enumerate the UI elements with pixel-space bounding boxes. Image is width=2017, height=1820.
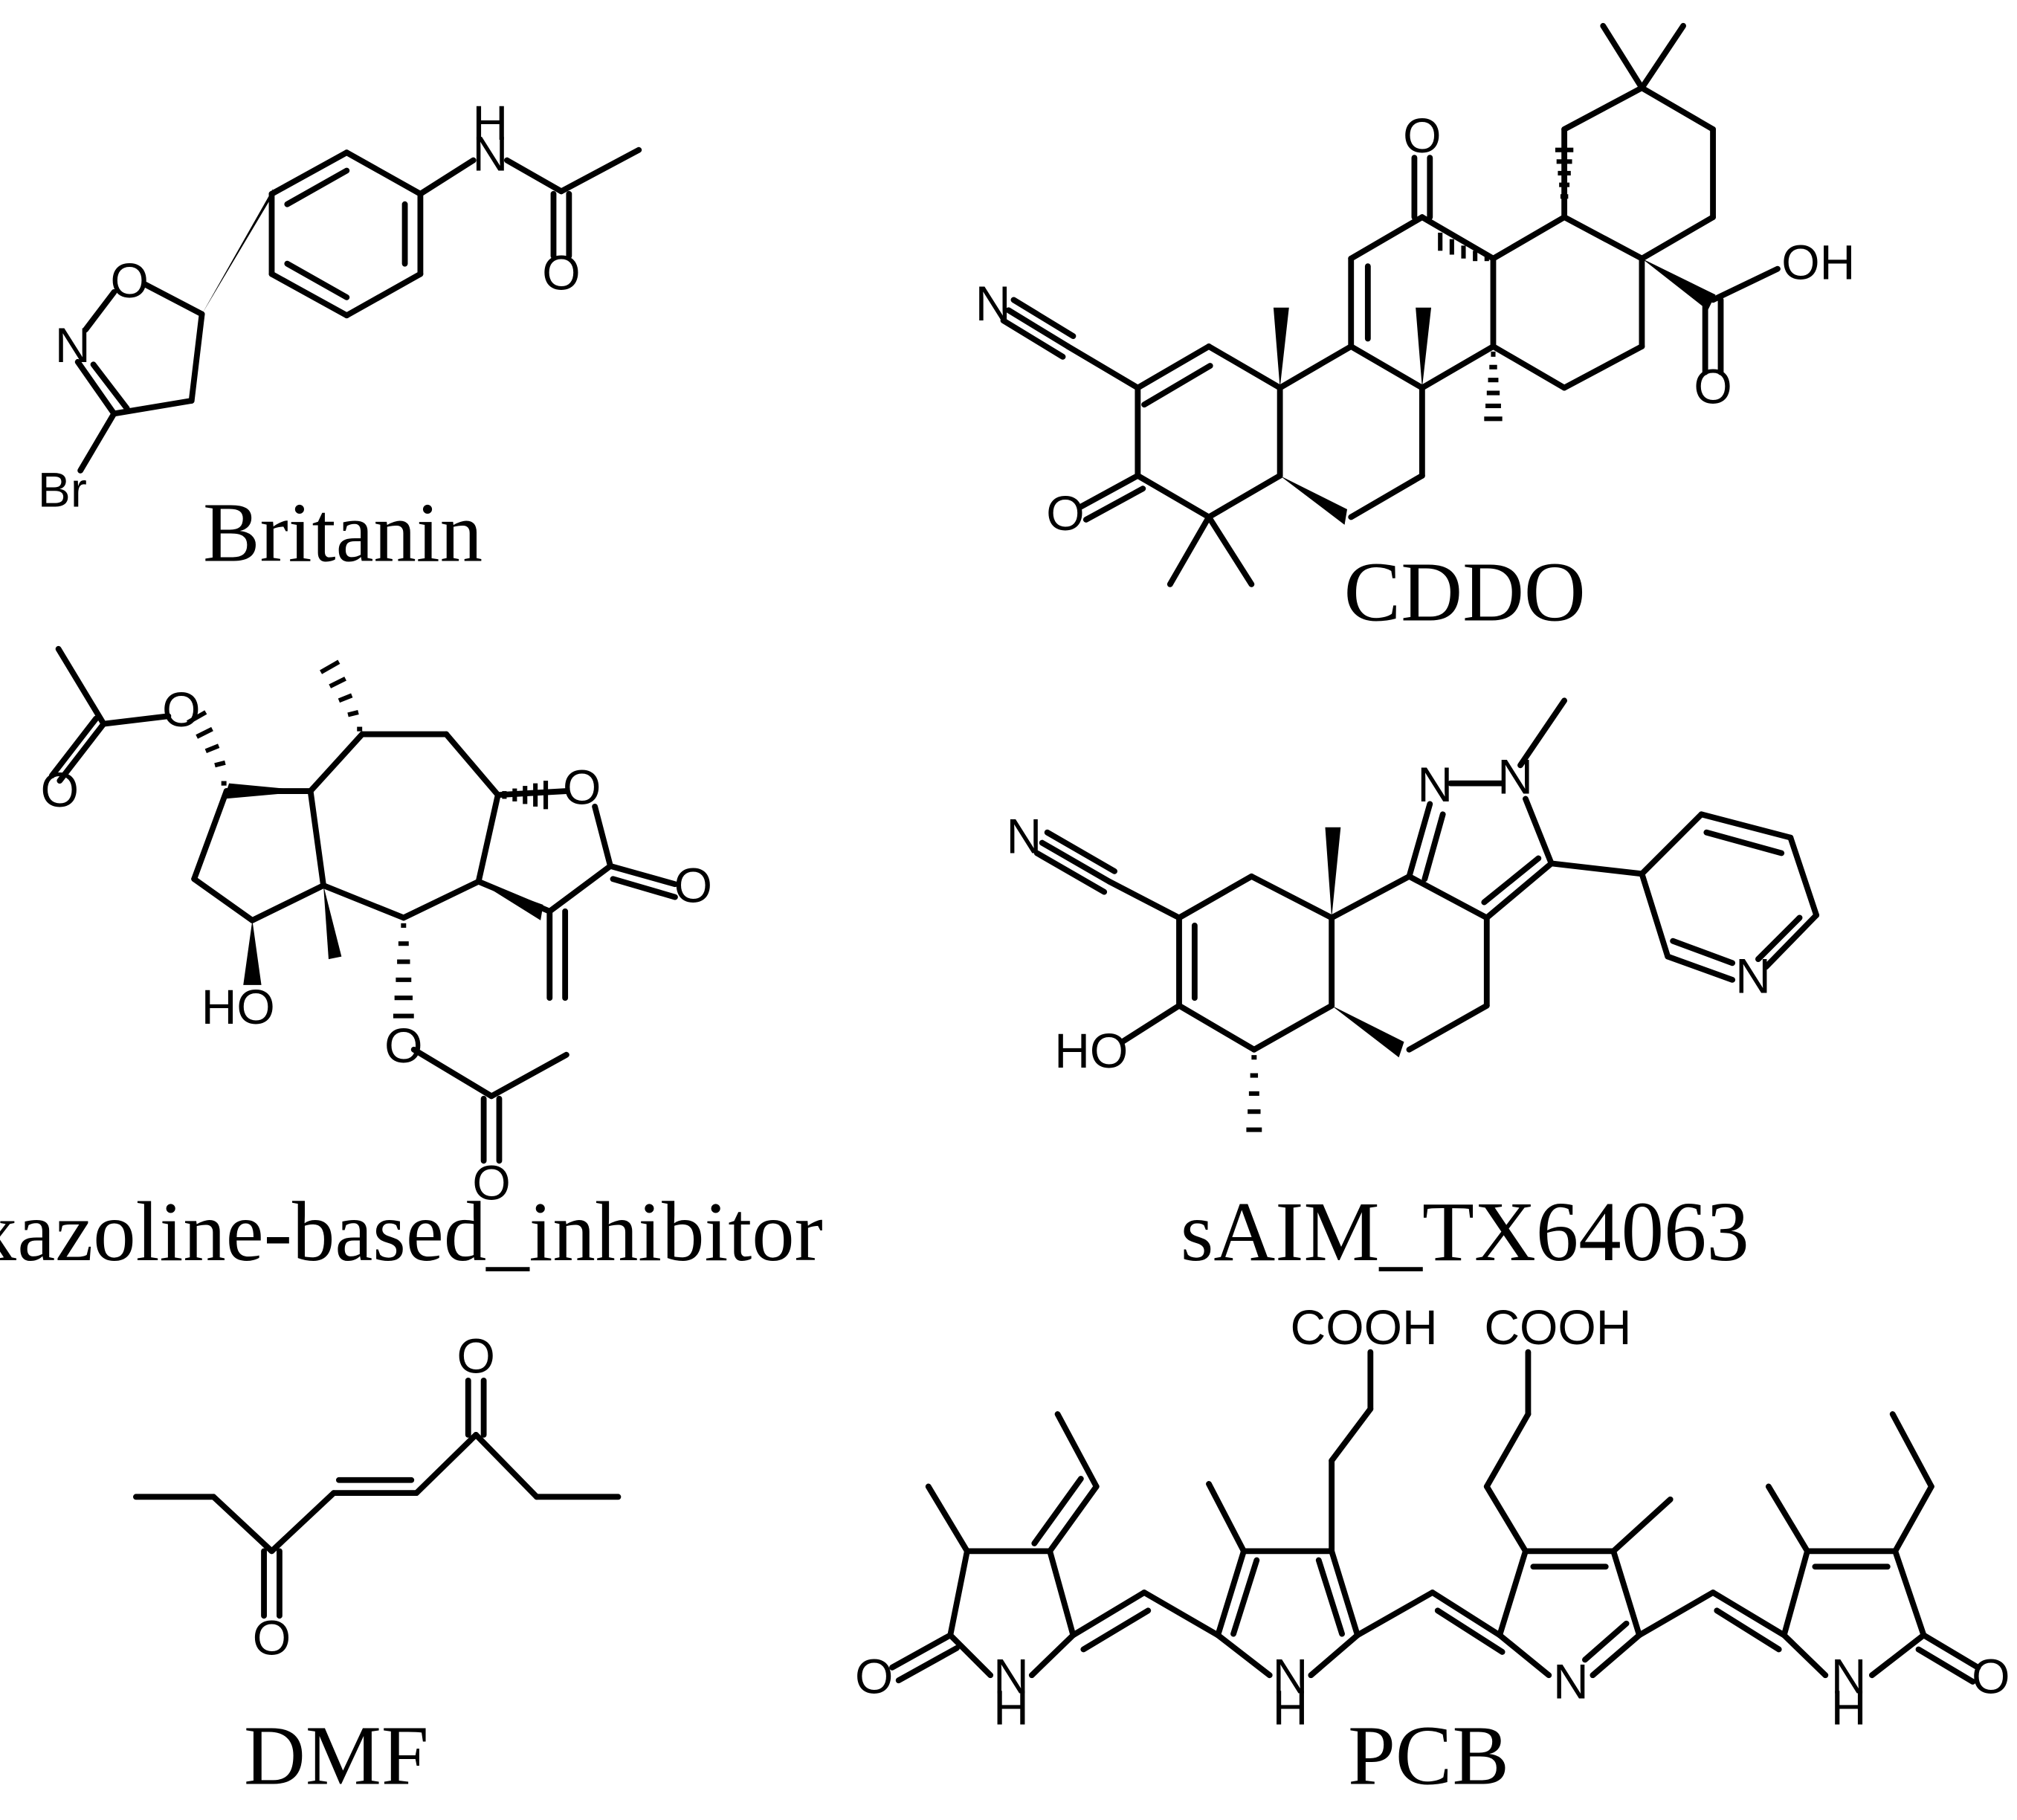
atom-label: N (55, 317, 91, 372)
atom-label: H (1273, 1679, 1308, 1735)
britanin-bonds (74, 146, 642, 474)
atom-label: O (253, 1610, 291, 1665)
atom-label: N (1735, 948, 1771, 1003)
atom-label: N (1553, 1654, 1589, 1709)
atom-label: N (1417, 757, 1453, 812)
molecule-cddo: O N OH O O CDDO (975, 22, 1855, 639)
molecule-name-dmf: DMF (244, 1708, 429, 1802)
molecule-pcb: COOH COOH O N H N H N N H O PCB (855, 1300, 2010, 1802)
molecule-isoxazoline-based-inhibitor: O O O O HO O O Isoxazoline-based_inhibit… (0, 645, 823, 1279)
atom-label: N (975, 276, 1011, 331)
atom-label: H (472, 95, 508, 150)
atom-label: O (472, 1155, 510, 1210)
molecule-name-cddo: CDDO (1344, 545, 1586, 639)
dmf-bonds (133, 1377, 622, 1619)
cddo-stereo-bonds (1273, 147, 1716, 525)
molecule-name-isoxazoline-based-inhibitor: Isoxazoline-based_inhibitor (0, 1184, 823, 1279)
atom-label: H (1831, 1679, 1867, 1735)
atom-label: O (1046, 485, 1084, 540)
britanin-wedge-bond (201, 188, 274, 314)
atom-label: HO (201, 979, 275, 1034)
atom-label: N (1273, 1649, 1308, 1704)
molecule-name-britanin: Britanin (203, 485, 483, 580)
atom-label: N (1497, 749, 1533, 804)
pcb-atom-labels: COOH COOH O N H N H N N H O (855, 1300, 2010, 1735)
britanin-atom-labels: H N O O N Br (38, 95, 581, 517)
atom-label: O (456, 1328, 494, 1383)
atom-label: O (1403, 108, 1441, 163)
molecule-name-saim-tx64063: sAIM_TX64063 (1181, 1184, 1749, 1279)
atom-label: H (993, 1679, 1029, 1735)
saim-bonds (1033, 697, 1820, 1053)
atom-label: O (1972, 1649, 2010, 1704)
atom-label: COOH (1291, 1300, 1438, 1355)
dmf-atom-labels: O O (253, 1328, 495, 1665)
atom-label: HO (1054, 1023, 1128, 1078)
atom-label: O (41, 762, 79, 817)
atom-label: O (674, 858, 712, 913)
atom-label: N (1831, 1649, 1867, 1704)
atom-label: O (542, 245, 580, 300)
atom-label: N (1007, 809, 1042, 864)
molecule-saim-tx64063: N N N HO N sAIM_TX64063 (1007, 697, 1820, 1279)
atom-label: O (855, 1649, 893, 1704)
pcb-bonds (889, 1349, 1981, 1685)
atom-label: O (111, 253, 149, 308)
cddo-bonds (1000, 22, 1781, 587)
atom-label: COOH (1484, 1300, 1631, 1355)
saim-atom-labels: N N N HO N (1007, 749, 1771, 1079)
molecule-britanin: H N O O N Br Britanin (38, 95, 642, 580)
atom-label: N (993, 1649, 1029, 1704)
saim-stereo-bonds (1246, 827, 1404, 1132)
atom-label: OH (1781, 235, 1855, 290)
molecule-name-pcb: PCB (1348, 1708, 1509, 1802)
molecule-dmf: O O DMF (133, 1328, 622, 1802)
inhibitor-atom-labels: O O O O HO O O (41, 682, 712, 1210)
inhibitor-bonds (48, 645, 678, 1164)
atom-label: O (1694, 358, 1732, 413)
atom-label: O (384, 1018, 422, 1073)
atom-label: O (563, 759, 601, 814)
atom-label: N (472, 126, 508, 181)
inhibitor-stereo-bonds (186, 659, 549, 1019)
cddo-atom-labels: O N OH O O (975, 108, 1855, 540)
atom-label: O (162, 682, 200, 737)
atom-label: Br (38, 462, 87, 517)
